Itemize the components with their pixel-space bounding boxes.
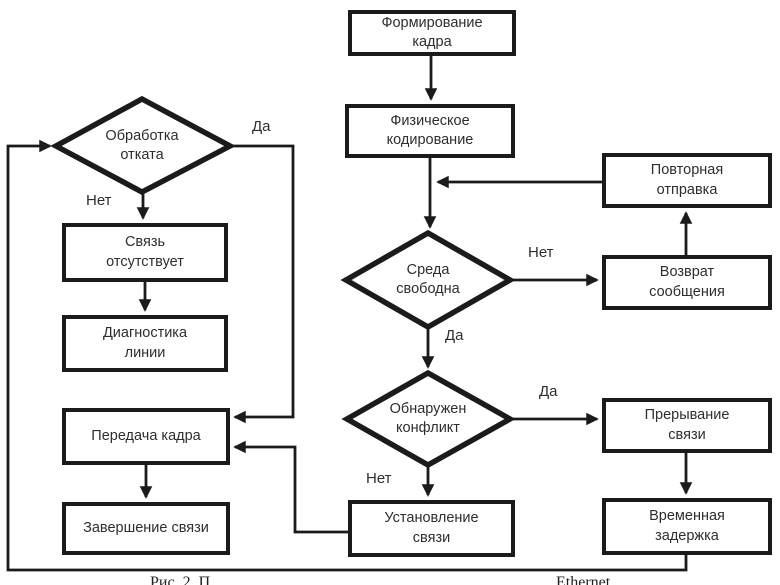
node-medium-free: Среда свободна [358,254,498,306]
node-frame-formation-label: Формирование кадра [381,14,483,50]
branch-label-medium-free-no: Нет [528,244,554,261]
node-medium-free-label: Среда свободна [396,261,460,297]
edge-rollback-yes-to-frame-transmission [230,144,295,424]
node-physical-encoding: Физическое кодирование [345,104,515,158]
node-message-return: Возврат сообщения [602,255,772,310]
node-line-diagnostics: Диагностика линии [62,315,228,372]
edge-establishment-to-frame-transmission [233,440,348,534]
node-connection-end-label: Завершение связи [83,519,209,536]
node-repeat-send: Повторная отправка [602,153,772,208]
branch-label-conflict-no: Нет [366,470,392,487]
node-frame-formation: Формирование кадра [348,10,516,56]
node-conflict-detected-label: Обнаружен конфликт [389,400,467,436]
node-connection-interrupt-label: Прерывание связи [644,407,730,443]
node-frame-transmission: Передача кадра [62,408,230,465]
node-no-connection: Связь отсутствует [62,223,228,282]
node-rollback-processing-label: Обработка отката [105,127,179,163]
branch-label-medium-free-yes: Да [445,327,464,344]
node-time-delay-label: Временная задержка [649,508,725,544]
node-no-connection-label: Связь отсутствует [106,234,184,270]
branch-label-conflict-yes: Да [539,383,558,400]
edge-delay-return-loop-to-rollback [6,139,688,572]
node-time-delay: Временная задержка [602,498,772,555]
figure-caption-right-fragment: Ethernet [556,574,611,585]
figure-caption-left-fragment: Рис. 2. П [150,574,211,585]
node-frame-transmission-label: Передача кадра [91,427,201,444]
node-physical-encoding-label: Физическое кодирование [386,112,474,148]
node-connection-establishment-label: Установление связи [384,510,479,546]
node-conflict-detected: Обнаружен конфликт [358,393,498,445]
branch-label-rollback-no: Нет [86,192,112,209]
node-line-diagnostics-label: Диагностика линии [102,325,188,361]
branch-label-rollback-yes: Да [252,118,271,135]
node-connection-end: Завершение связи [62,502,230,555]
node-repeat-send-label: Повторная отправка [650,162,724,198]
medium-free-diamond-shape [340,229,516,331]
conflict-detected-diamond-shape [341,369,516,469]
node-connection-interrupt: Прерывание связи [602,398,772,453]
node-rollback-processing: Обработка отката [72,120,212,172]
node-message-return-label: Возврат сообщения [649,264,725,300]
rollback-processing-diamond-shape [50,95,236,196]
node-connection-establishment: Установление связи [348,500,515,557]
